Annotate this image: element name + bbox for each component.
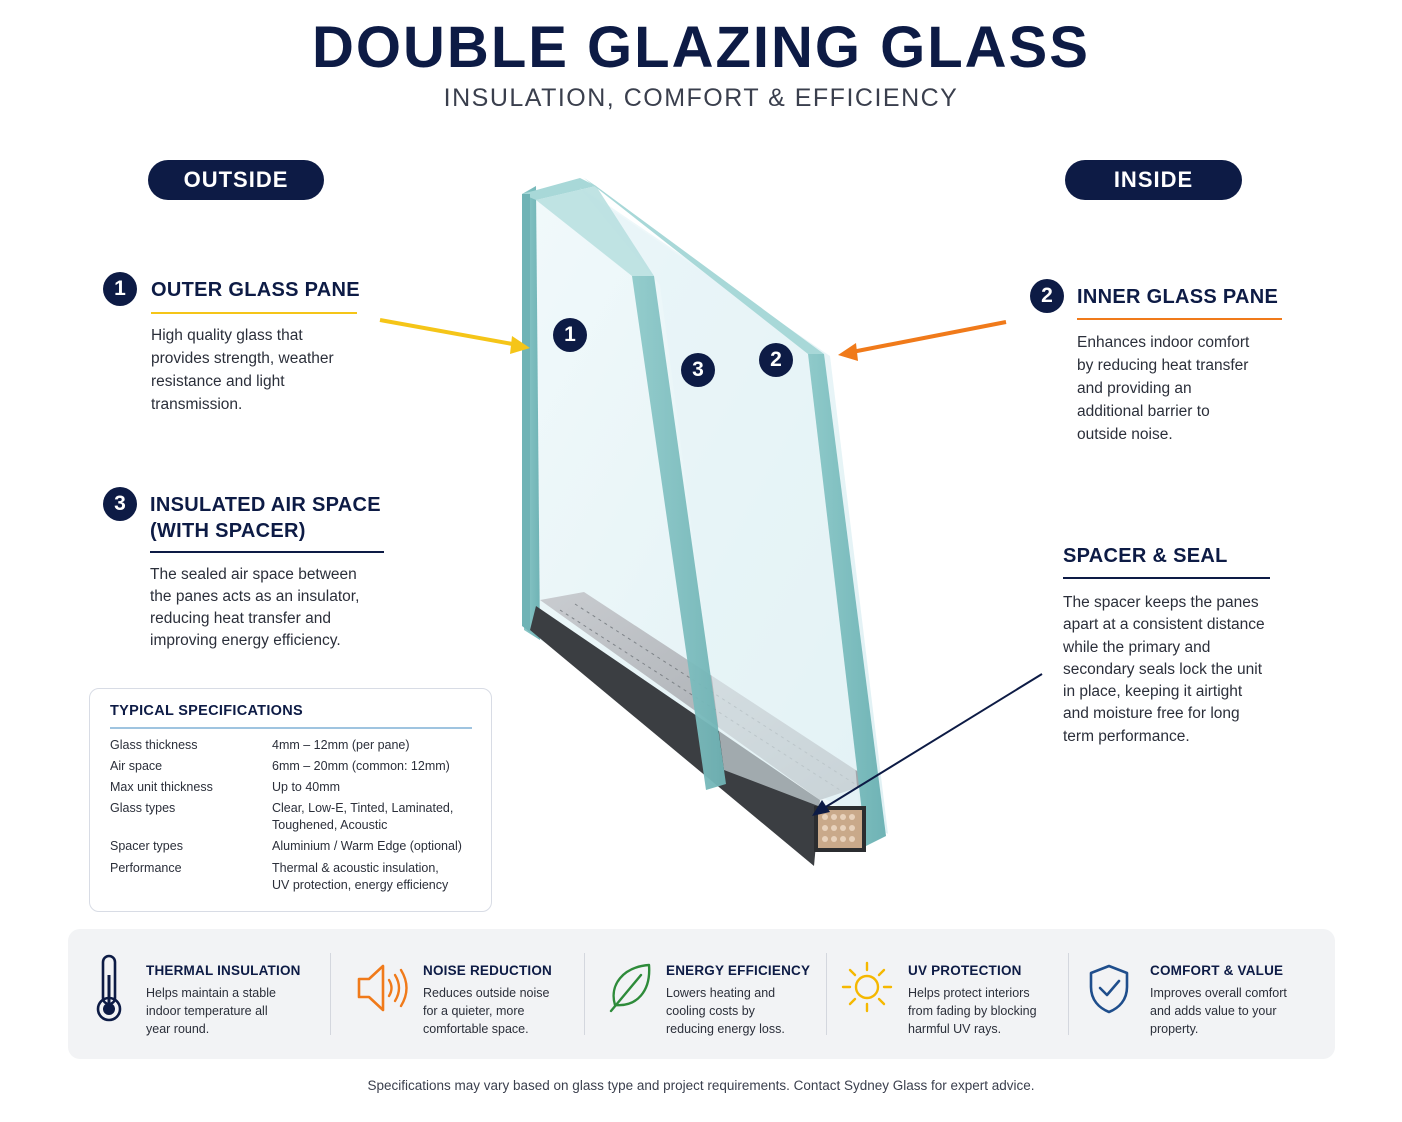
inner-pane-face	[580, 188, 860, 822]
thermometer-icon	[96, 954, 122, 1022]
spec-value: 6mm – 20mm (common: 12mm)	[272, 759, 450, 773]
sun-icon	[841, 961, 893, 1013]
outer-pane-rule	[151, 312, 357, 314]
diagram-marker-3: 3	[681, 353, 715, 387]
outer-pane-description: High quality glass that provides strengt…	[151, 327, 334, 413]
outer-pane-number: 1	[103, 272, 137, 306]
spec-value: Clear, Low-E, Tinted, Laminated,	[272, 801, 454, 815]
specifications-rule	[110, 727, 472, 729]
inner-pane-title: INNER GLASS PANE	[1077, 286, 1279, 308]
air-space-title: INSULATED AIR SPACE (WITH SPACER)	[150, 494, 381, 542]
front-pane-edge	[808, 354, 886, 846]
benefit-description: Reduces outside noise for a quieter, mor…	[423, 986, 550, 1036]
benefit-divider	[1068, 953, 1069, 1035]
benefit-description: Improves overall comfort and adds value …	[1150, 986, 1287, 1036]
benefit-uv-protection: UV PROTECTION Helps protect interiors fr…	[827, 929, 1068, 1059]
spacer-arrow	[812, 673, 1043, 816]
page-title: DOUBLE GLAZING GLASS	[312, 15, 1090, 80]
benefit-thermal-insulation: THERMAL INSULATION Helps maintain a stab…	[68, 929, 330, 1059]
spec-label: Glass types	[110, 801, 176, 815]
page-subtitle: INSULATION, COMFORT & EFFICIENCY	[443, 84, 959, 112]
benefits-strip: THERMAL INSULATION Helps maintain a stab…	[68, 929, 1335, 1059]
shield-check-icon	[1089, 964, 1129, 1014]
inner-pane-arrow	[838, 320, 1007, 361]
footer-note: Specifications may vary based on glass t…	[367, 1078, 1035, 1093]
speaker-icon	[357, 964, 408, 1012]
benefit-title: NOISE REDUCTION	[423, 963, 553, 978]
benefit-title: ENERGY EFFICIENCY	[666, 963, 811, 978]
benefit-description: Lowers heating and cooling costs by redu…	[666, 986, 785, 1036]
benefit-title: COMFORT & VALUE	[1150, 963, 1284, 978]
benefit-description: Helps protect interiors from fading by b…	[908, 986, 1037, 1036]
outer-pane-top-edge	[522, 178, 596, 200]
specifications-box: TYPICAL SPECIFICATIONS Glass thickness 4…	[89, 688, 492, 912]
spec-value: UV protection, energy efficiency	[272, 878, 449, 892]
spec-value: 4mm – 12mm (per pane)	[272, 738, 410, 752]
spec-label: Spacer types	[110, 839, 183, 853]
benefit-divider	[826, 953, 827, 1035]
leaf-icon	[609, 963, 651, 1013]
spacer-seal-title: SPACER & SEAL	[1063, 545, 1228, 567]
air-space-rule	[150, 551, 384, 553]
benefit-divider	[584, 953, 585, 1035]
inner-pane-number: 2	[1030, 279, 1064, 313]
spec-label: Air space	[110, 759, 163, 773]
diagram-marker-1: 1	[553, 318, 587, 352]
benefit-divider	[330, 953, 331, 1035]
spec-value: Thermal & acoustic insulation,	[272, 861, 439, 875]
spacer-side	[530, 606, 820, 866]
benefit-noise-reduction: NOISE REDUCTION Reduces outside noise fo…	[331, 929, 585, 1059]
benefit-title: THERMAL INSULATION	[146, 963, 301, 978]
inner-pane-top-edge	[536, 186, 654, 276]
diagram-marker-2: 2	[759, 343, 793, 377]
air-space-number: 3	[103, 487, 137, 521]
spacer-seal-rule	[1063, 577, 1270, 579]
specifications-title: TYPICAL SPECIFICATIONS	[110, 703, 303, 719]
spec-value: Aluminium / Warm Edge (optional)	[272, 839, 462, 853]
benefit-comfort-value: COMFORT & VALUE Improves overall comfort…	[1069, 929, 1335, 1059]
spec-label: Performance	[110, 861, 182, 875]
air-space-description: The sealed air space between the panes a…	[150, 566, 360, 649]
outer-pane-title: OUTER GLASS PANE	[151, 279, 360, 301]
inside-label: INSIDE	[1065, 160, 1242, 200]
spec-label: Max unit thickness	[110, 780, 213, 794]
inner-pane-edge	[632, 276, 726, 790]
outer-pane-arrow	[379, 318, 530, 354]
front-pane-top-edge	[584, 178, 824, 354]
spec-value: Toughened, Acoustic	[272, 818, 388, 832]
spacer-seal-description: The spacer keeps the panes apart at a co…	[1063, 594, 1265, 745]
benefit-description: Helps maintain a stable indoor temperatu…	[146, 986, 276, 1036]
spec-value: Up to 40mm	[272, 780, 341, 794]
benefit-title: UV PROTECTION	[908, 963, 1022, 978]
inner-pane-description: Enhances indoor comfort by reducing heat…	[1077, 334, 1250, 443]
glass-unit-diagram	[379, 178, 1043, 866]
spec-label: Glass thickness	[110, 738, 198, 752]
outside-label: OUTSIDE	[148, 160, 324, 200]
benefit-energy-efficiency: ENERGY EFFICIENCY Lowers heating and coo…	[585, 929, 827, 1059]
inner-pane-rule	[1077, 318, 1282, 320]
